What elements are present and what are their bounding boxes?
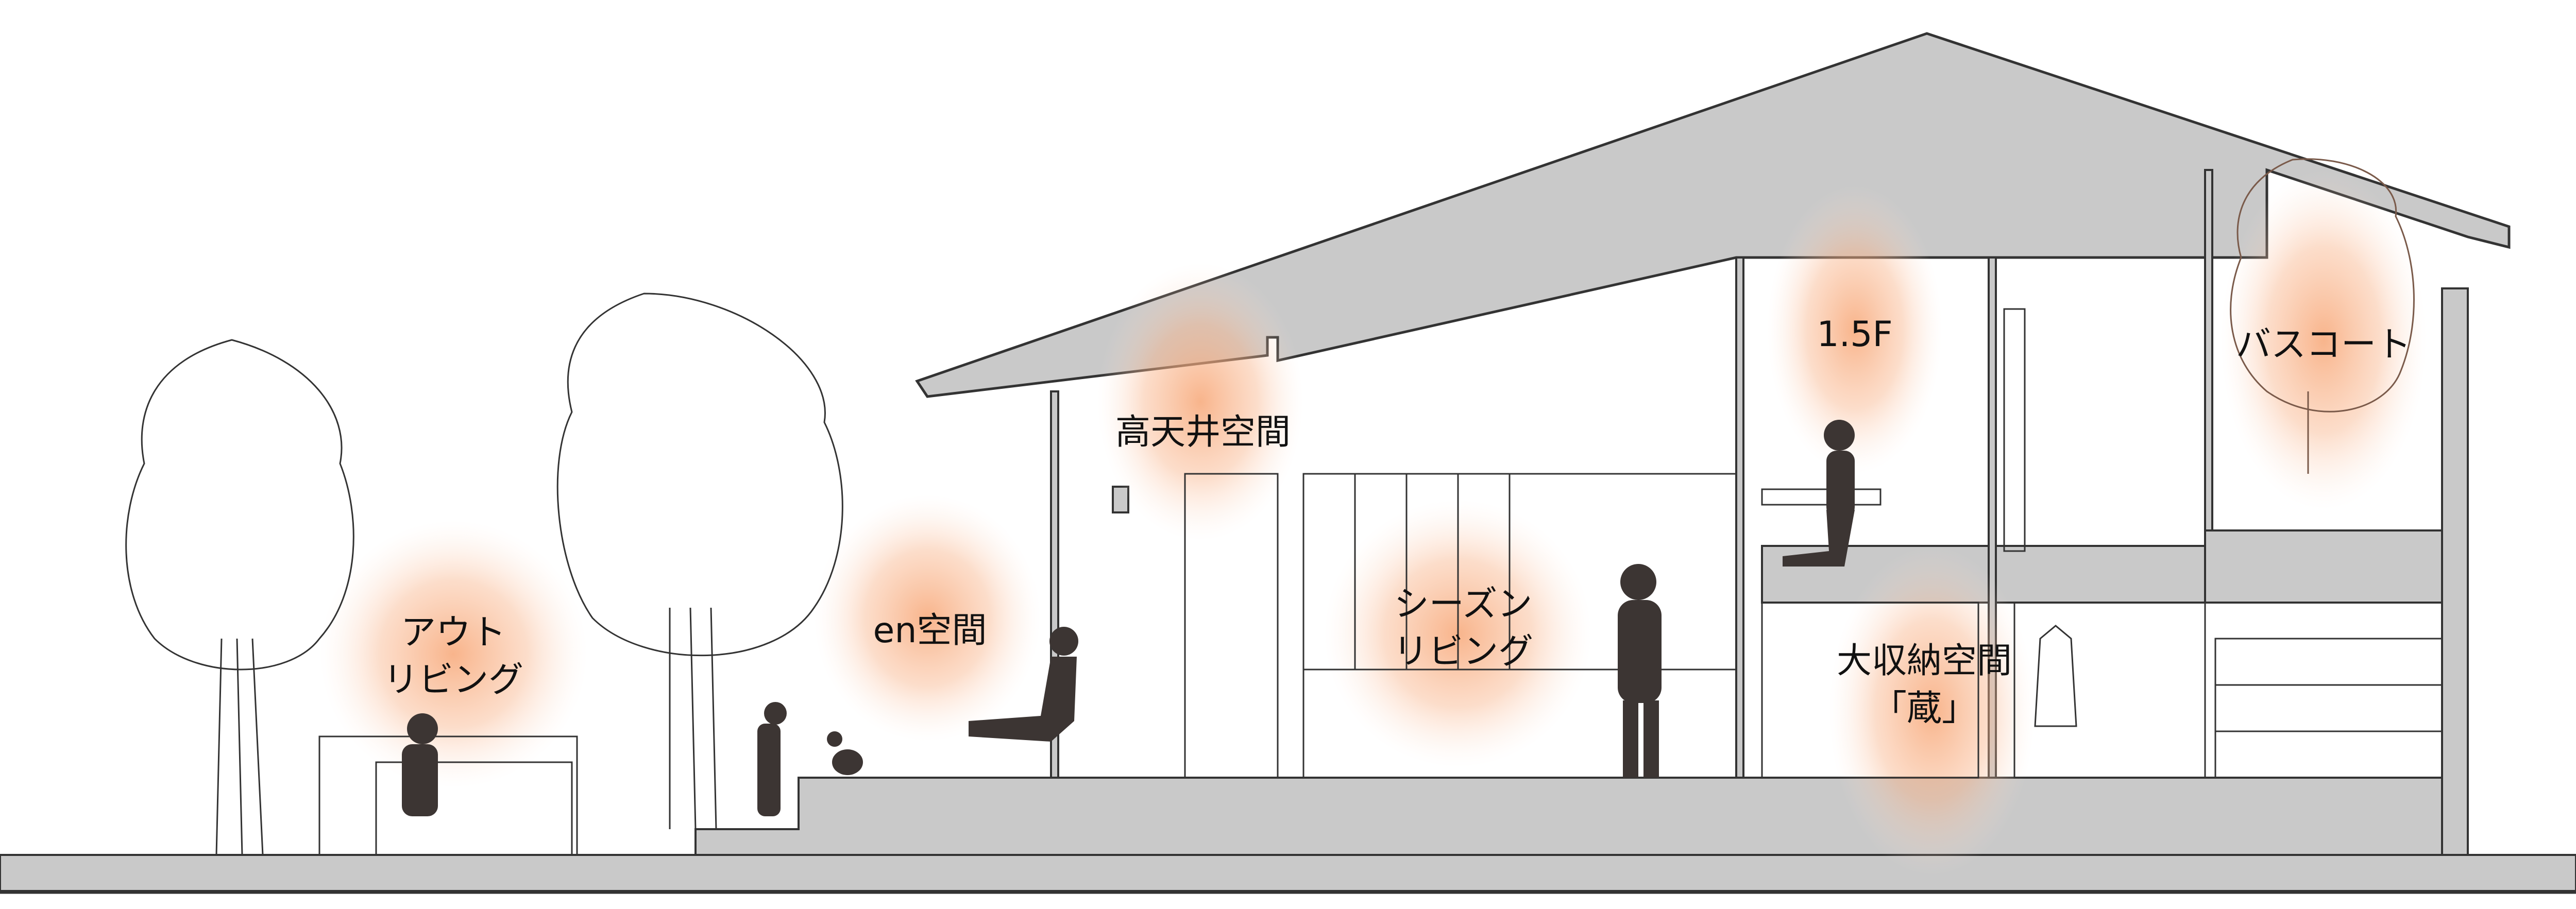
label-half-floor: 1.5F [1817,311,1892,358]
label-out-living: アウト リビング [383,609,523,704]
label-high-ceiling: 高天井空間 [1115,409,1291,456]
label-storage: 大収納空間 「蔵」 [1837,638,2012,732]
jacket-hanger-icon [2034,625,2077,727]
ground [0,777,2576,894]
label-line: リビング [383,660,524,700]
label-en-space: en空間 [873,607,987,655]
label-line: シーズン [1394,584,1533,625]
label-line: アウト [400,612,506,654]
label-line: 大収納空間 [1836,641,2012,682]
building-walls [1050,169,2469,856]
label-line: 「蔵」 [1871,688,1977,729]
label-line: 1.5F [1817,314,1893,355]
label-line: バスコート [2235,324,2412,366]
cat-silhouette-icon [827,731,863,775]
label-season-living: シーズン リビング [1393,581,1533,676]
interior-fixtures [318,308,2443,856]
label-line: en空間 [873,610,987,651]
person-silhouette-icon [402,420,1855,816]
label-line: 高天井空間 [1115,412,1291,453]
label-bath-court: バスコート [2236,321,2411,369]
label-line: リビング [1393,631,1534,672]
light-glows [319,170,2427,876]
tree-icon [125,158,2415,855]
